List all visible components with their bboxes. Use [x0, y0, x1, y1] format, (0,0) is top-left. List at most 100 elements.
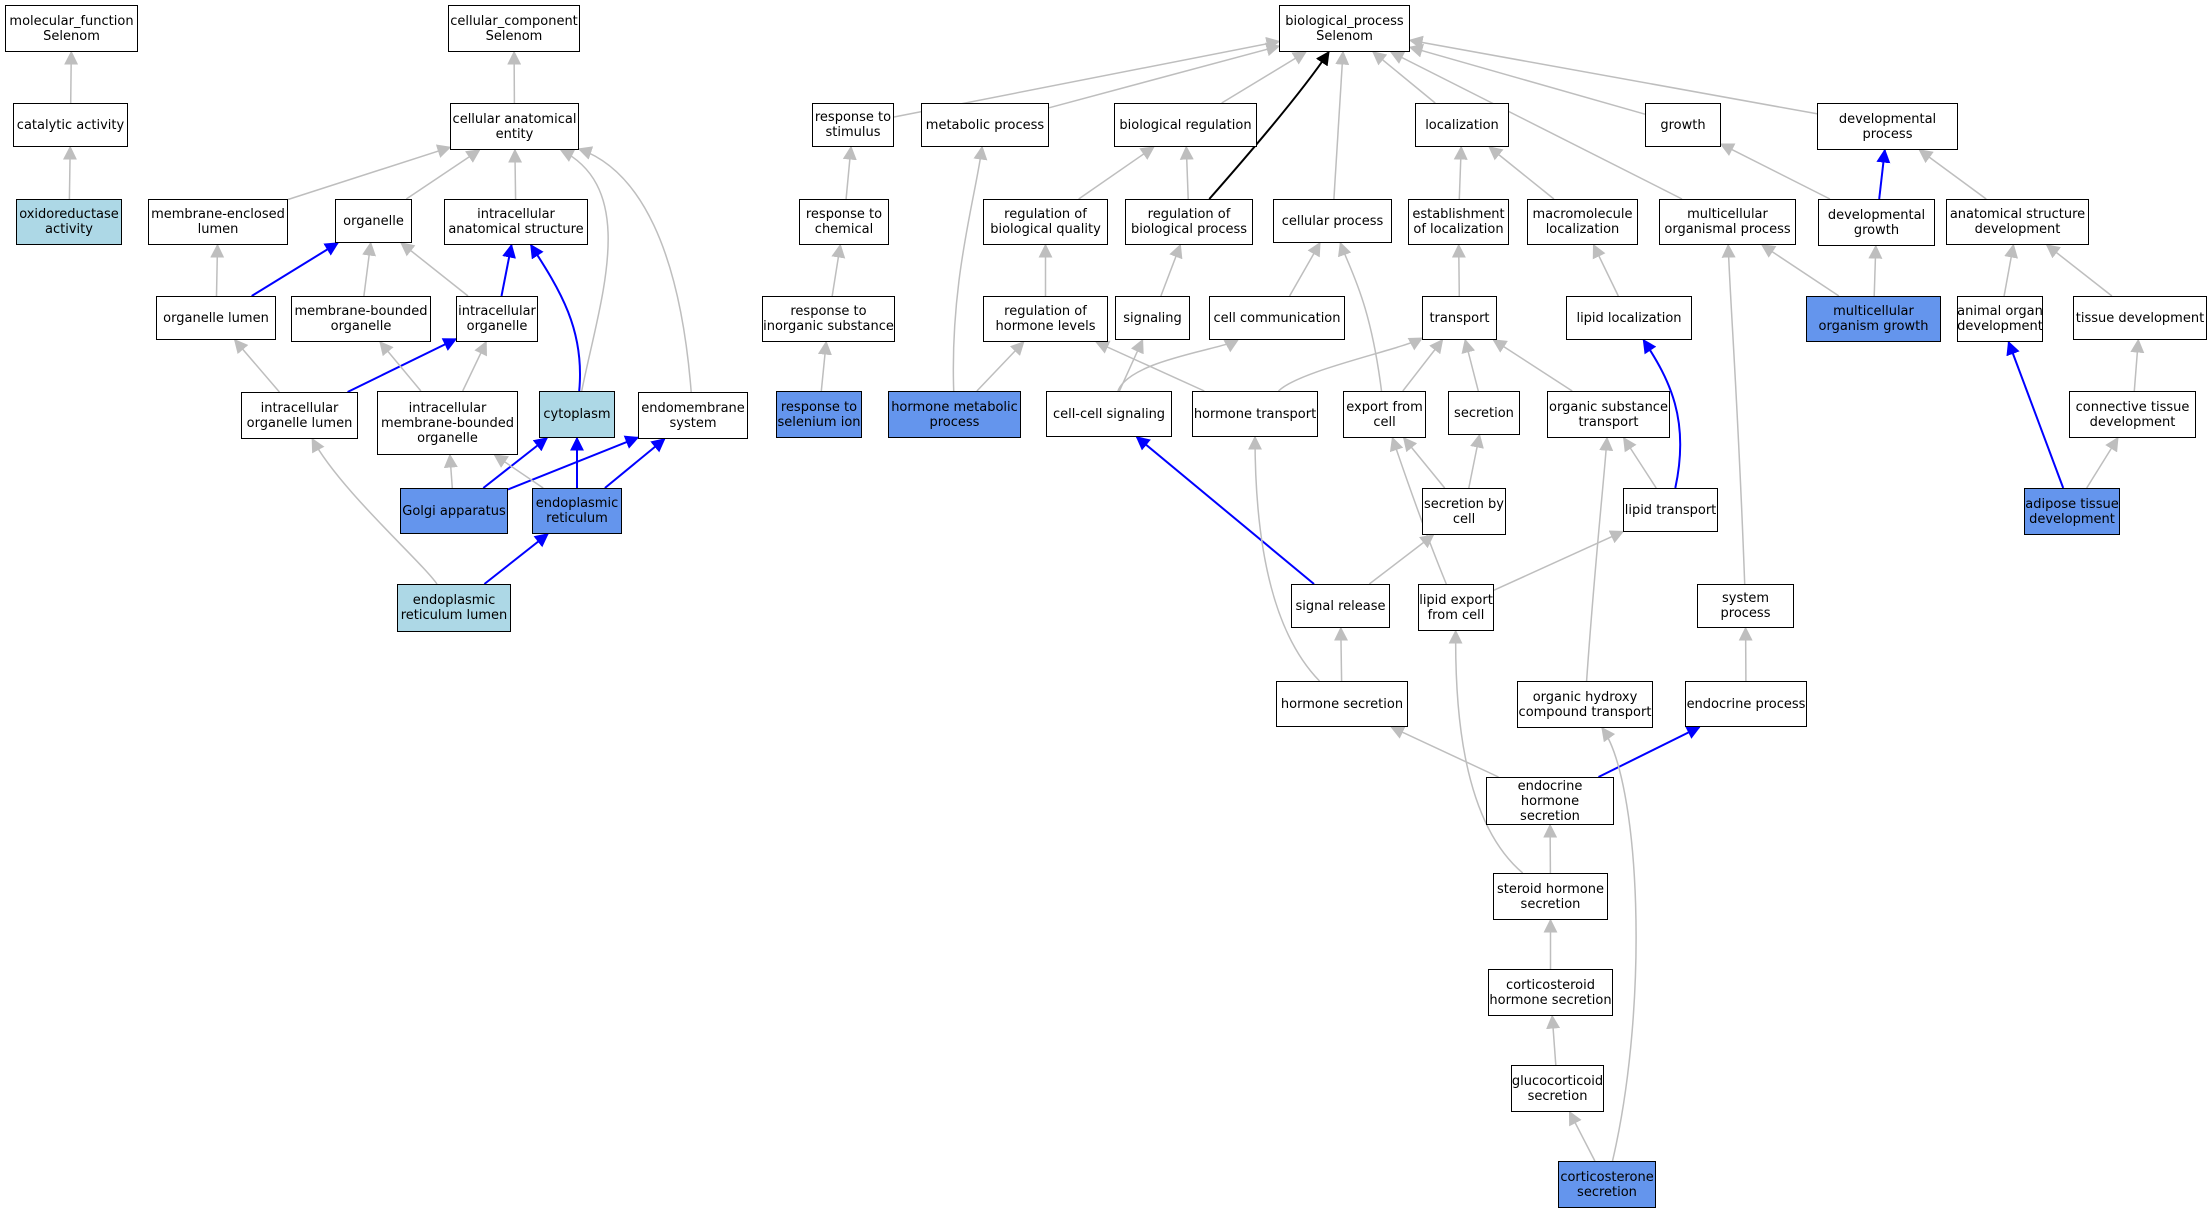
edge-iol-to-io — [347, 338, 458, 393]
edge-breg-to-bp — [1221, 51, 1307, 104]
edge-imbo-to-io — [462, 340, 487, 392]
go-term-node-sp[interactable]: system process — [1697, 584, 1794, 628]
go-term-node-sig[interactable]: signaling — [1115, 296, 1190, 340]
edge-hs-to-sr — [1333, 626, 1348, 682]
go-term-node-bp[interactable]: biological_process Selenom — [1279, 5, 1410, 52]
edge-sr-to-sbc — [1368, 534, 1435, 585]
edge-sbc-to-sec — [1468, 433, 1484, 489]
go-term-node-eol[interactable]: establishment of localization — [1408, 199, 1509, 245]
go-term-node-mp[interactable]: metabolic process — [921, 103, 1049, 147]
go-term-node-hs[interactable]: hormone secretion — [1276, 681, 1408, 727]
go-term-node-org[interactable]: organelle — [335, 199, 412, 243]
go-term-node-trans[interactable]: transport — [1422, 296, 1497, 340]
edge-cs-to-ohct — [1601, 726, 1637, 1162]
go-term-node-rbp[interactable]: regulation of biological process — [1125, 199, 1253, 245]
go-term-node-ep[interactable]: endocrine process — [1685, 681, 1807, 727]
edge-sec-to-trans — [1461, 338, 1480, 392]
go-term-node-aod[interactable]: animal organ development — [1957, 296, 2043, 342]
go-term-node-cp[interactable]: cellular process — [1273, 199, 1392, 243]
go-term-node-io[interactable]: intracellular organelle — [456, 296, 538, 342]
go-term-node-lt[interactable]: lipid transport — [1623, 488, 1718, 532]
go-term-node-rtsi[interactable]: response to selenium ion — [776, 391, 862, 438]
go-term-node-loc[interactable]: localization — [1415, 103, 1509, 147]
edge-cat-to-mf — [64, 50, 79, 104]
go-term-node-sr[interactable]: signal release — [1291, 584, 1390, 628]
go-term-node-rts[interactable]: response to stimulus — [812, 103, 894, 147]
go-term-node-lefc[interactable]: lipid export from cell — [1418, 584, 1494, 631]
go-term-node-hmp[interactable]: hormone metabolic process — [888, 391, 1021, 438]
go-term-node-ht[interactable]: hormone transport — [1192, 391, 1318, 437]
go-term-node-cc2[interactable]: cell communication — [1209, 296, 1345, 340]
go-term-node-mel[interactable]: membrane-enclosed lumen — [148, 199, 288, 245]
go-term-node-sbc[interactable]: secretion by cell — [1422, 488, 1506, 535]
go-term-node-cyt[interactable]: cytoplasm — [539, 391, 615, 438]
go-term-node-oxi[interactable]: oxidoreductase activity — [16, 199, 122, 245]
edge-er-to-ems — [604, 438, 666, 489]
go-term-node-mog[interactable]: multicellular organism growth — [1806, 296, 1941, 342]
edge-mop-to-bp — [1389, 51, 1683, 200]
go-term-node-ems[interactable]: endomembrane system — [638, 392, 748, 439]
go-term-node-rhl[interactable]: regulation of hormone levels — [983, 296, 1108, 342]
go-term-node-growth[interactable]: growth — [1645, 103, 1721, 147]
go-term-node-chs[interactable]: corticosteroid hormone secretion — [1488, 969, 1613, 1016]
go-term-node-macl[interactable]: macromolecule localization — [1527, 199, 1638, 245]
go-term-node-devg[interactable]: developmental growth — [1818, 199, 1935, 246]
go-term-node-efc[interactable]: export from cell — [1343, 391, 1426, 438]
go-term-node-ehs[interactable]: endocrine hormone secretion — [1486, 777, 1614, 825]
go-term-node-iol[interactable]: intracellular organelle lumen — [241, 392, 358, 439]
edge-shs-to-lefc — [1448, 629, 1524, 874]
edge-lloc-to-macl — [1592, 243, 1619, 297]
edge-ccs-to-cc2 — [1117, 339, 1240, 392]
go-term-node-shs[interactable]: steroid hormone secretion — [1493, 873, 1608, 920]
edge-loc-to-bp — [1372, 51, 1436, 104]
go-term-node-cat[interactable]: catalytic activity — [13, 103, 128, 147]
edge-sp-to-mop — [1721, 243, 1746, 585]
go-term-node-rbq[interactable]: regulation of biological quality — [983, 199, 1108, 245]
go-term-node-gcs[interactable]: glucocorticoid secretion — [1511, 1065, 1604, 1112]
go-term-node-cs[interactable]: corticosterone secretion — [1558, 1161, 1656, 1208]
go-term-node-imbo[interactable]: intracellular membrane-bounded organelle — [377, 391, 518, 455]
go-term-node-ohct[interactable]: organic hydroxy compound transport — [1517, 681, 1653, 728]
edge-efc-to-cp — [1338, 241, 1383, 392]
go-term-node-er[interactable]: endoplasmic reticulum — [532, 488, 622, 534]
edge-erl-to-er — [483, 533, 549, 585]
go-term-node-golgi[interactable]: Golgi apparatus — [400, 488, 508, 534]
go-term-node-rtc[interactable]: response to chemical — [799, 199, 889, 245]
edge-devp-to-bp — [1408, 35, 1818, 115]
go-term-node-lloc[interactable]: lipid localization — [1566, 296, 1692, 340]
edge-hmp-to-mp — [952, 145, 988, 392]
edge-sr-to-ccs — [1135, 436, 1315, 585]
edge-lefc-to-lt — [1493, 530, 1625, 591]
edge-lt-to-ost — [1623, 436, 1657, 489]
go-term-node-mop[interactable]: multicellular organismal process — [1659, 199, 1796, 245]
edge-golgi-to-cyt — [482, 437, 549, 489]
edge-mbo-to-org — [362, 241, 377, 297]
go-term-node-devp[interactable]: developmental process — [1817, 103, 1958, 150]
edge-efc-to-trans — [1402, 338, 1444, 392]
go-term-node-td[interactable]: tissue development — [2073, 296, 2207, 340]
go-term-node-ccs[interactable]: cell-cell signaling — [1046, 391, 1172, 437]
edge-io-to-ias — [500, 243, 516, 297]
edge-ol-to-mel — [210, 243, 225, 297]
go-term-node-ctd[interactable]: connective tissue development — [2069, 391, 2196, 438]
go-term-node-mf[interactable]: molecular_function Selenom — [5, 5, 138, 52]
go-term-node-cae[interactable]: cellular anatomical entity — [450, 103, 579, 150]
go-term-node-sec[interactable]: secretion — [1448, 391, 1520, 435]
edge-golgi-to-ems — [507, 435, 640, 491]
go-term-node-ol[interactable]: organelle lumen — [156, 296, 276, 340]
go-term-node-ias[interactable]: intracellular anatomical structure — [444, 199, 588, 245]
go-term-node-erl[interactable]: endoplasmic reticulum lumen — [397, 584, 511, 632]
go-term-node-breg[interactable]: biological regulation — [1114, 103, 1257, 147]
edge-devg-to-devp — [1876, 148, 1891, 200]
go-term-node-atd[interactable]: adipose tissue development — [2024, 488, 2120, 535]
go-term-node-mbo[interactable]: membrane-bounded organelle — [291, 296, 431, 342]
go-term-node-ost[interactable]: organic substance transport — [1547, 391, 1670, 438]
edge-oxi-to-cat — [63, 145, 78, 200]
go-term-node-rtis[interactable]: response to inorganic substance — [762, 296, 895, 342]
go-term-node-cc[interactable]: cellular_component Selenom — [448, 5, 580, 52]
go-term-node-asd[interactable]: anatomical structure development — [1946, 199, 2089, 245]
edge-cyt-to-cae — [559, 149, 609, 392]
edge-erl-to-iol — [311, 437, 438, 585]
edge-atd-to-aod — [2006, 340, 2065, 489]
